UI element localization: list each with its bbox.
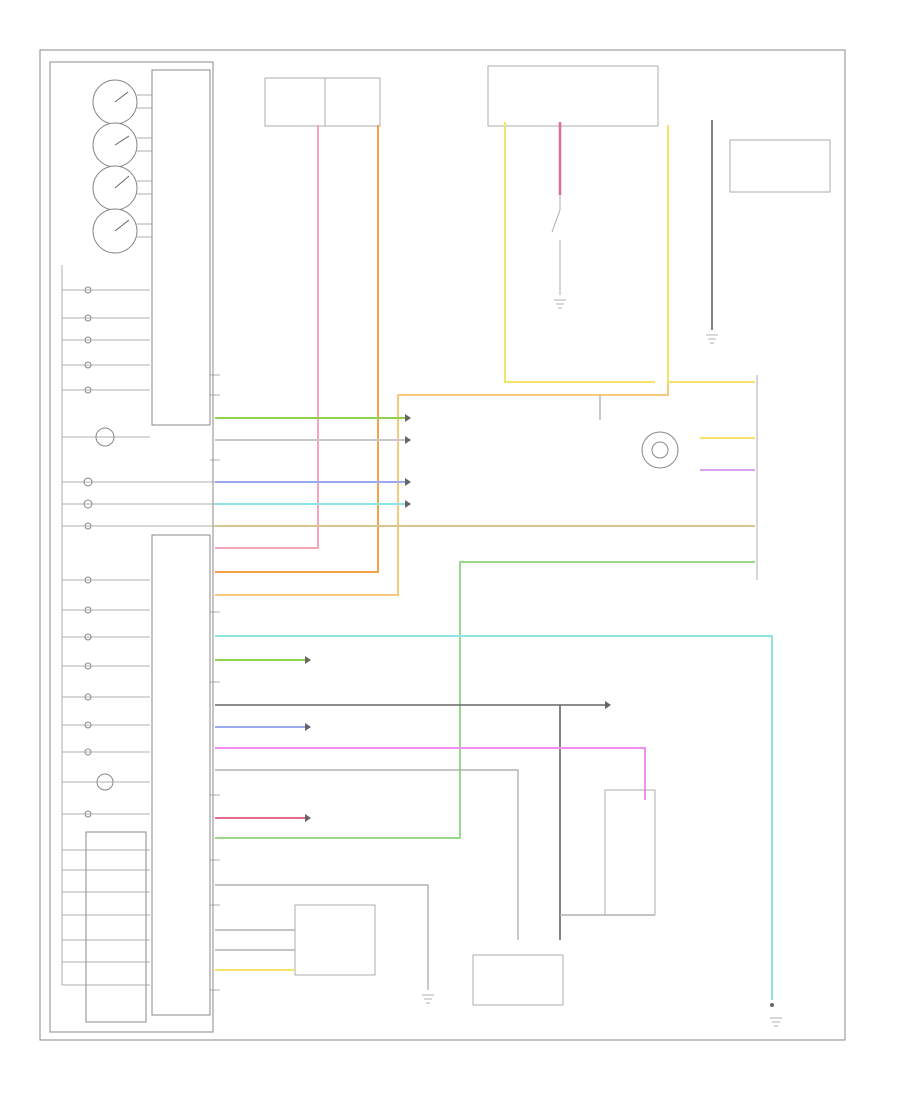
wire-gray-door	[215, 884, 429, 990]
wire-magenta	[215, 747, 646, 800]
relay-box	[729, 139, 831, 193]
wire-yellow-right	[667, 125, 755, 383]
connector-icon	[305, 814, 311, 822]
ignition-switch-box	[472, 954, 564, 1006]
module-pin-ticks	[210, 374, 220, 991]
diagram-border	[39, 49, 846, 1041]
fuel-sender-box	[604, 789, 656, 916]
lamp-icon	[62, 386, 150, 394]
lamp-icon	[62, 633, 150, 641]
wire-orange	[215, 125, 379, 573]
connector-icon	[605, 701, 611, 709]
connector-icon	[305, 656, 311, 664]
cluster-ground-box	[85, 831, 147, 1023]
fuse-block-top-left	[264, 77, 381, 127]
gauge-feed-lines	[137, 94, 152, 238]
gauge-icon	[92, 165, 138, 211]
switch-icon	[551, 195, 566, 309]
lamp-icon	[62, 477, 215, 487]
lamp-icon	[62, 361, 150, 369]
lamp-icon	[62, 773, 150, 791]
gauge-icon	[92, 79, 138, 125]
gauge-icon	[92, 208, 138, 254]
connector-icon	[405, 436, 411, 444]
lamp-icon	[62, 499, 215, 509]
sensor-icon	[641, 431, 679, 469]
lamp-icon	[62, 748, 150, 756]
lamp-icon	[62, 522, 215, 530]
lamp-icon	[62, 314, 150, 322]
wire-green-long	[215, 561, 755, 839]
door-switch-box	[294, 904, 376, 976]
connector-icon	[405, 478, 411, 486]
connector-icon	[405, 500, 411, 508]
lamp-icon	[62, 721, 150, 729]
lamp-icon	[62, 427, 150, 447]
connector-icon	[405, 414, 411, 422]
cluster-lower-box	[151, 534, 211, 1016]
wire-gray-ignition	[215, 769, 519, 940]
ground-icon	[770, 1017, 782, 1027]
lamp-icon	[62, 286, 150, 294]
indicator-lamps	[62, 286, 215, 986]
lamp-icon	[62, 336, 150, 344]
wire-yellow	[504, 122, 655, 383]
ground-point	[770, 1003, 774, 1007]
lamp-icon	[62, 810, 150, 818]
wire-light-orange	[215, 382, 669, 596]
ground-icon	[706, 334, 718, 344]
cluster-module-box	[151, 69, 211, 426]
lamp-icon	[62, 576, 150, 584]
lamp-icon	[62, 693, 150, 701]
fuse-block-top-right	[487, 65, 659, 127]
ground-icon	[422, 994, 434, 1004]
lamp-icon	[62, 606, 150, 614]
instrument-cluster-outline	[49, 61, 214, 1033]
wire-pink	[215, 125, 319, 549]
gauge-icon	[92, 122, 138, 168]
wire-cyan-long	[215, 635, 773, 1000]
connector-icon	[305, 723, 311, 731]
lamp-icon	[62, 662, 150, 670]
